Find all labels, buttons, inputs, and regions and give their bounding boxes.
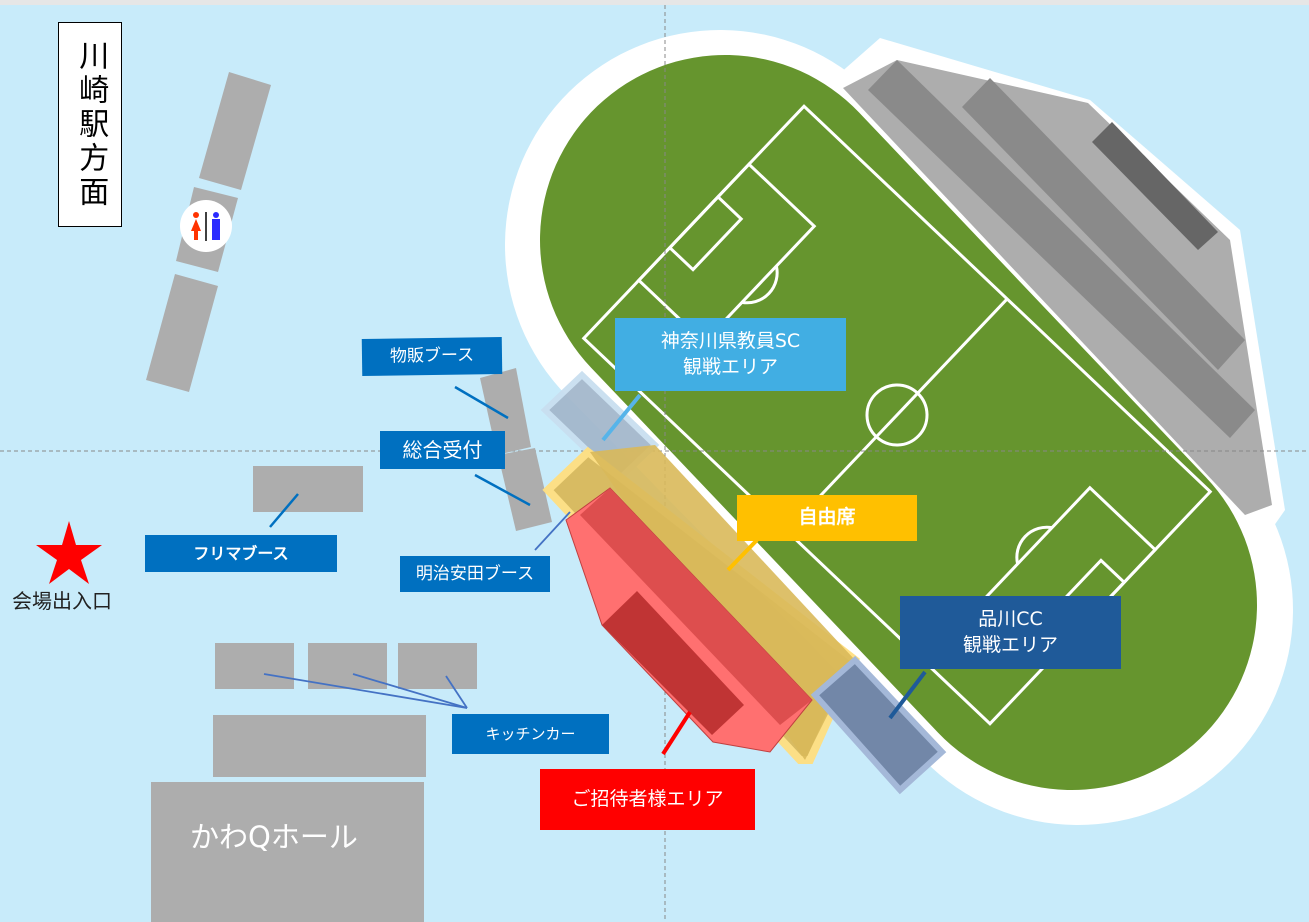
reception-label: 総合受付 (380, 431, 505, 469)
buildings (146, 72, 552, 922)
shinagawa-cc-sub: 観戦エリア (962, 633, 1058, 656)
station-direction-sign: 川崎駅方面 (58, 22, 122, 227)
kanagawa-sc-area-label: 神奈川県教員SC 観戦エリア (615, 318, 846, 391)
flea-market-booth-label: フリマブース (145, 535, 337, 572)
entrance-star-icon (36, 521, 102, 584)
top-border (0, 0, 1309, 5)
station-direction-text: 川崎駅方面 (73, 39, 109, 210)
kitchen-car-label: キッチンカー (452, 714, 609, 754)
shinagawa-cc-area-label: 品川CC 観戦エリア (900, 596, 1121, 669)
guest-zone-core (602, 591, 744, 735)
kanagawa-sc-sub: 観戦エリア (682, 355, 778, 378)
shinagawa-cc-name: 品川CC (978, 607, 1043, 630)
kawaq-hall-label: かわQホール (190, 820, 358, 854)
pitch (540, 55, 1257, 790)
guest-area-label: ご招待者様エリア (540, 769, 755, 830)
shinagawa-zone (810, 655, 947, 795)
meiji-yasuda-booth-label: 明治安田ブース (400, 556, 550, 592)
leader-lines (263, 385, 927, 756)
main-stand (843, 60, 1272, 515)
merch-booth-label: 物販ブース (361, 337, 503, 376)
free-seating-label: 自由席 (737, 495, 917, 541)
kanagawa-sc-name: 神奈川県教員SC (660, 329, 801, 352)
entrance-label: 会場出入口 (12, 589, 112, 613)
restroom-icon (180, 200, 232, 252)
guest-zone-inner (580, 488, 812, 725)
